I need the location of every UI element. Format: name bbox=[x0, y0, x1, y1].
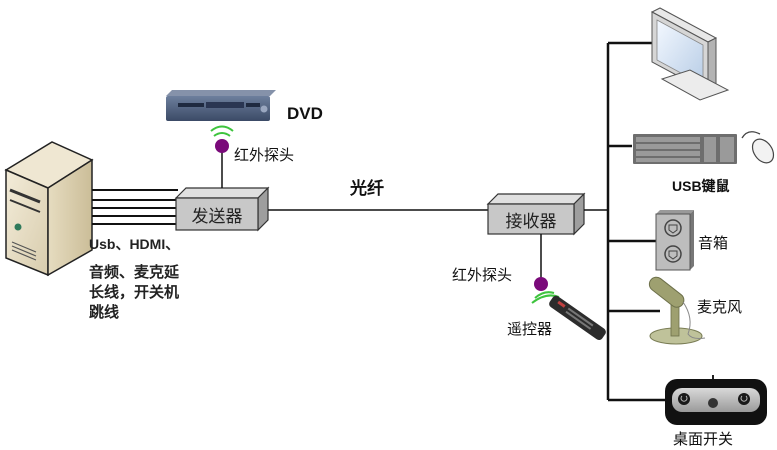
speaker-label: 音箱 bbox=[698, 234, 729, 252]
monitor-icon bbox=[650, 7, 730, 101]
receiver-box bbox=[486, 192, 586, 236]
keyboard-mouse-label: USB键鼠 bbox=[672, 178, 730, 194]
desktop-switch-icon bbox=[665, 375, 767, 425]
fiber-label: 光纤 bbox=[350, 179, 384, 198]
remote-control-icon bbox=[549, 295, 606, 341]
receiver-label: 接收器 bbox=[505, 212, 557, 232]
host-cable-label-line: 音频、麦克延 bbox=[89, 263, 180, 281]
remote-label: 遥控器 bbox=[507, 320, 553, 338]
ir-sensor-icon bbox=[210, 125, 234, 188]
desktop-switch-label: 桌面开关 bbox=[673, 430, 734, 448]
keyboard-mouse-icon bbox=[633, 131, 775, 164]
host-cable-label-line: Usb、HDMI、 bbox=[89, 236, 180, 252]
receiver-ir-label: 红外探头 bbox=[452, 266, 513, 284]
transmitter-box bbox=[174, 186, 270, 232]
host-cable-label: Usb、HDMI、 音频、麦克延 长线，开关机 跳线 bbox=[89, 234, 179, 322]
host-cables bbox=[92, 189, 178, 225]
peripheral-bus bbox=[606, 41, 665, 402]
transmitter-ir-label: 红外探头 bbox=[234, 146, 295, 164]
server-tower-icon bbox=[4, 141, 94, 277]
microphone-label: 麦克风 bbox=[697, 298, 743, 316]
host-cable-label-line: 长线，开关机 bbox=[89, 283, 180, 301]
speaker-icon bbox=[655, 210, 694, 271]
dvd-label: DVD bbox=[287, 104, 323, 123]
microphone-icon bbox=[648, 276, 706, 345]
dvd-player-icon bbox=[166, 90, 276, 121]
ir-sensor-icon bbox=[531, 234, 560, 304]
host-cable-label-line: 跳线 bbox=[89, 303, 120, 321]
transmitter-label: 发送器 bbox=[191, 207, 243, 227]
